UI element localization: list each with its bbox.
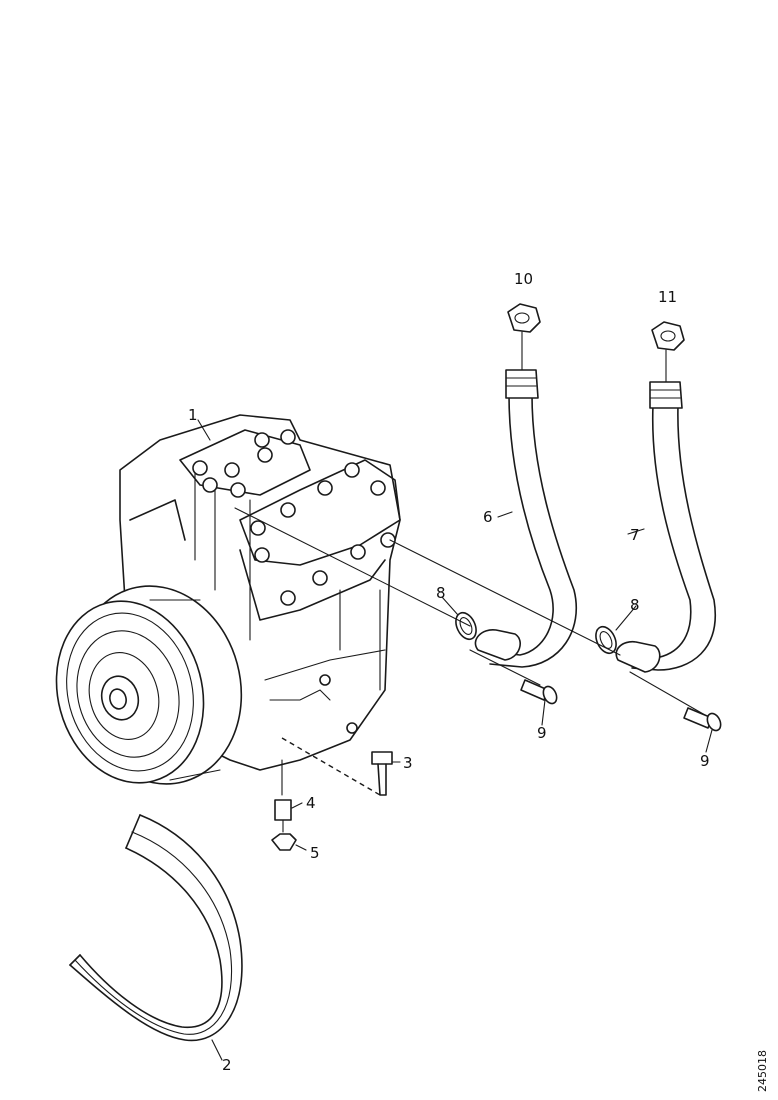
callout-8b: 8 bbox=[630, 596, 640, 614]
callout-2: 2 bbox=[222, 1056, 232, 1074]
callout-3: 3 bbox=[403, 754, 413, 772]
callout-11: 11 bbox=[658, 288, 677, 306]
callout-5: 5 bbox=[310, 844, 320, 862]
callout-labels: 1 2 3 4 5 6 7 8 8 9 9 10 11 bbox=[188, 270, 710, 1074]
leader-lines bbox=[197, 419, 713, 1061]
pulley bbox=[55, 585, 243, 785]
callout-1: 1 bbox=[188, 406, 198, 424]
callout-9a: 9 bbox=[537, 724, 547, 742]
callout-4: 4 bbox=[306, 794, 316, 812]
callout-8a: 8 bbox=[436, 584, 446, 602]
alignment-lines bbox=[234, 507, 706, 716]
pipe-7 bbox=[615, 381, 717, 673]
nut-icons bbox=[507, 303, 685, 383]
flange-bolt-icons bbox=[192, 429, 396, 734]
callout-6: 6 bbox=[483, 508, 493, 526]
drive-belt bbox=[69, 814, 243, 1042]
callout-7: 7 bbox=[630, 526, 640, 544]
o-ring-icons bbox=[455, 611, 617, 655]
callout-10: 10 bbox=[514, 270, 533, 288]
catalog-number: 245018 bbox=[756, 1050, 769, 1092]
bracket-hardware bbox=[271, 737, 393, 851]
callout-9b: 9 bbox=[700, 752, 710, 770]
pipe-6 bbox=[474, 369, 578, 668]
screw-icons bbox=[520, 679, 722, 732]
